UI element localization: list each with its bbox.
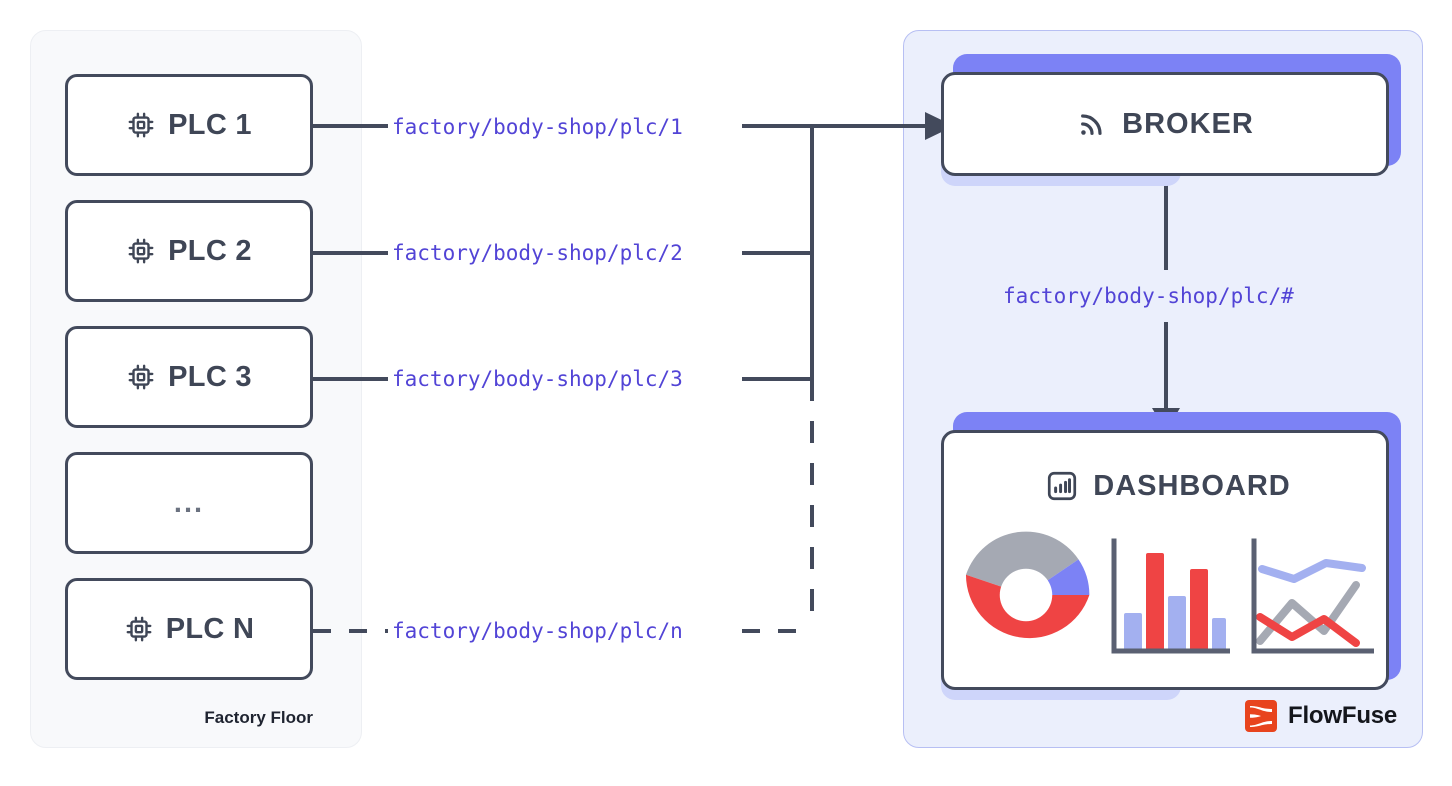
topic-label-plc2: factory/body-shop/plc/2 [392, 241, 683, 265]
broker-card[interactable]: BROKER [941, 72, 1389, 176]
chip-icon [128, 238, 154, 264]
broker-node[interactable]: BROKER [941, 54, 1401, 186]
plc-card-3[interactable]: PLC 3 [65, 326, 313, 428]
donut-chart [965, 531, 1090, 639]
dashboard-node[interactable]: DASHBOARD [941, 412, 1401, 700]
plc-card-label: PLC N [165, 612, 255, 645]
bar-3 [1168, 596, 1186, 651]
dashboard-header: DASHBOARD [944, 469, 1392, 503]
chip-icon [126, 616, 152, 642]
line-series-gray [1256, 581, 1360, 645]
flowfuse-brand: FlowFuse [1245, 700, 1397, 732]
line-series-red [1256, 613, 1360, 647]
bar-5 [1212, 618, 1226, 651]
bar-1 [1124, 613, 1142, 651]
flowfuse-wordmark: FlowFuse [1288, 702, 1398, 729]
plc-card-label: PLC 3 [168, 360, 252, 393]
topic-label-plcn: factory/body-shop/plc/n [392, 619, 683, 643]
line-series-blue [1258, 559, 1366, 583]
bar-4 [1190, 569, 1208, 651]
line-chart-axes [1251, 538, 1374, 654]
topic-label-plc1: factory/body-shop/plc/1 [392, 115, 683, 139]
line-chart [1251, 538, 1374, 654]
factory-floor-label: Factory Floor [204, 708, 313, 727]
plc-card-1[interactable]: PLC 1 [65, 74, 313, 176]
topic-label-wildcard: factory/body-shop/plc/# [1003, 284, 1294, 308]
ellipsis-label: ... [173, 486, 205, 519]
chip-icon [128, 112, 154, 138]
broker-label: BROKER [1122, 107, 1254, 140]
dashboard-label: DASHBOARD [1093, 469, 1291, 502]
plc-card-label: PLC 1 [168, 108, 252, 141]
bar-2 [1146, 553, 1164, 651]
chip-icon [128, 364, 154, 390]
bar-chart [1111, 538, 1230, 654]
dashboard-card[interactable]: DASHBOARD [941, 430, 1389, 690]
plc-card-ellipsis: ... [65, 452, 313, 554]
bar-chart-axes [1111, 538, 1230, 654]
arrowhead-to-broker [925, 112, 954, 140]
plc-card-n[interactable]: PLC N [65, 578, 313, 680]
dashboard-charts [962, 529, 1374, 659]
topic-label-plc3: factory/body-shop/plc/3 [392, 367, 683, 391]
plc-card-label: PLC 2 [168, 234, 252, 267]
plc-card-2[interactable]: PLC 2 [65, 200, 313, 302]
bar-chart-icon [1048, 471, 1077, 501]
flowfuse-logo-icon [1245, 700, 1277, 732]
signal-icon [1081, 114, 1102, 135]
